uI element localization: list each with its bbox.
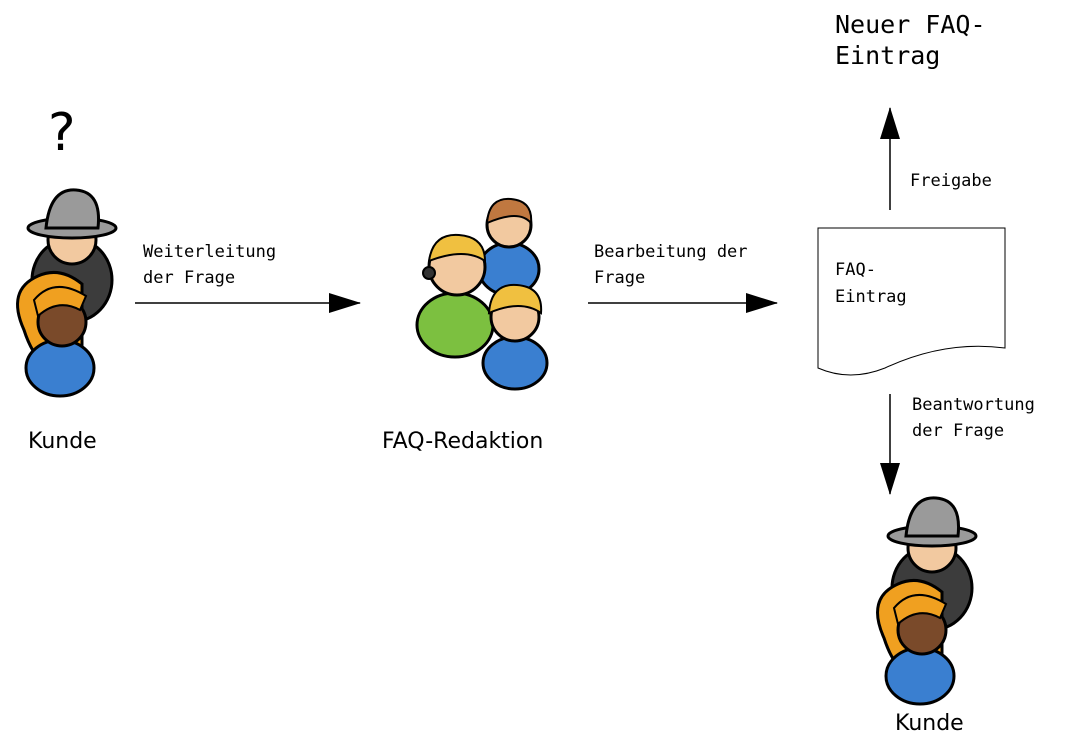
arrow-answer-label-line1: Beantwortung: [912, 395, 1035, 415]
editorial-label: FAQ-Redaktion: [382, 429, 543, 454]
arrow-processing-label-line2: Frage: [594, 268, 645, 288]
arrow-forward-label-line1: Weiterleitung: [143, 242, 276, 262]
arrow-answer-label-line2: der Frage: [912, 421, 1004, 441]
faq-document-shape: [817, 227, 1006, 376]
customer-bottom-icon: [876, 496, 978, 706]
faq-document-line1: FAQ-: [835, 260, 876, 280]
customer-left-icon: [16, 188, 118, 398]
arrow-forward-label-line2: der Frage: [143, 268, 235, 288]
new-entry-line2: Eintrag: [835, 41, 940, 70]
woman-icon: [16, 270, 96, 398]
new-entry-line1: Neuer FAQ-: [835, 10, 986, 39]
team-member-headset-icon: [415, 233, 495, 359]
woman-icon: [876, 578, 956, 706]
editorial-team-icon: [415, 197, 549, 391]
team-member-back-icon: [477, 197, 541, 297]
faq-document-line2: Eintrag: [835, 287, 907, 307]
customer-left-label: Kunde: [28, 429, 97, 454]
team-member-front-icon: [481, 283, 549, 391]
question-mark: ?: [48, 103, 76, 163]
arrow-processing-label-line1: Bearbeitung der: [594, 242, 748, 262]
customer-bottom-label: Kunde: [895, 711, 964, 735]
arrow-release-label: Freigabe: [910, 171, 992, 191]
